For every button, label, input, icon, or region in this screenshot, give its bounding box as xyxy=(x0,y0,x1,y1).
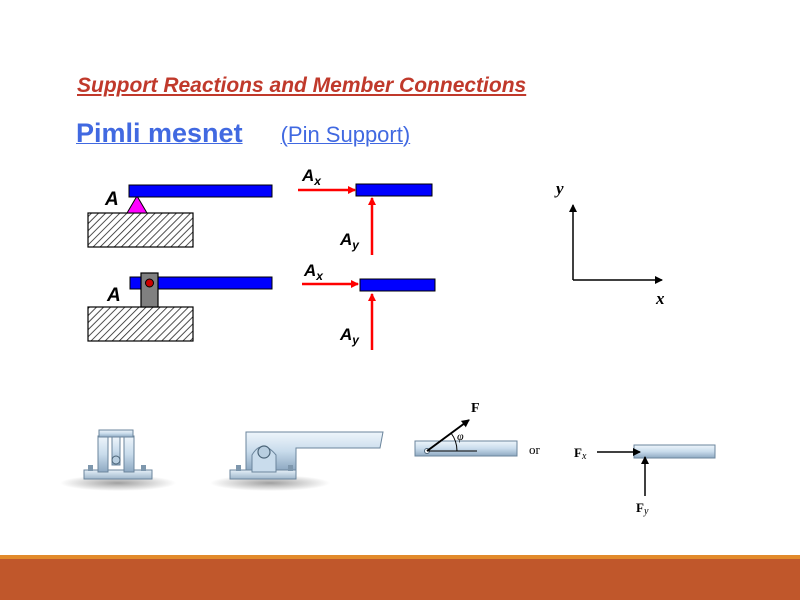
force-f-arrow xyxy=(426,419,470,452)
beam-member xyxy=(245,431,384,471)
bolt xyxy=(141,465,146,471)
ax-label: Ax xyxy=(301,166,322,188)
beam xyxy=(129,276,273,290)
pin-support-triangle: A xyxy=(87,184,273,248)
pin-reactions-2: Ax Ay xyxy=(302,261,436,350)
beam xyxy=(128,184,273,198)
fx-label: Fx xyxy=(574,445,587,462)
pin-post xyxy=(140,272,159,308)
clevis-plate xyxy=(123,435,135,473)
fy-label: Fy xyxy=(636,500,649,517)
pin-reactions-1: Ax Ay xyxy=(298,166,433,255)
clevis-plate xyxy=(97,435,109,473)
member xyxy=(414,440,518,457)
ground-block xyxy=(87,212,194,248)
ax-label: Ax xyxy=(303,261,324,283)
or-text: or xyxy=(529,442,541,457)
fbd-beam xyxy=(359,278,436,292)
y-axis-label: y xyxy=(554,179,564,198)
subtitle-paren: (Pin Support) xyxy=(280,122,411,147)
bolt xyxy=(236,465,241,471)
pin-force-diagram: F φ xyxy=(414,401,518,457)
pin-clevis-illustration xyxy=(60,429,176,491)
x-axis-label: x xyxy=(655,289,665,308)
fbd-beam xyxy=(355,183,433,197)
ay-label: Ay xyxy=(339,325,360,347)
angle-phi-label: φ xyxy=(457,429,464,443)
ground-block xyxy=(87,306,194,342)
support-diagrams: A Ax Ay A Ax Ay y x xyxy=(60,166,716,517)
base-plate xyxy=(83,469,153,480)
angle-arc xyxy=(450,432,458,452)
bolt xyxy=(288,465,293,471)
point-a-label: A xyxy=(106,285,121,306)
i-beam-flange xyxy=(98,429,134,438)
pin-triangle xyxy=(126,195,148,214)
pin xyxy=(257,445,271,459)
slide-subtitle: Pimli mesnet (Pin Support) xyxy=(76,118,410,149)
bolt xyxy=(88,465,93,471)
footer-bar xyxy=(0,559,800,600)
member xyxy=(633,444,716,459)
pin-bracket-illustration xyxy=(210,431,384,491)
force-f-label: F xyxy=(471,401,480,416)
slide-title: Support Reactions and Member Connections xyxy=(77,74,527,97)
footer-accent-line xyxy=(0,555,800,559)
point-a-label: A xyxy=(104,189,119,210)
subtitle-main: Pimli mesnet xyxy=(76,118,243,148)
i-beam-web xyxy=(111,436,121,466)
coordinate-axes: y x xyxy=(554,179,665,308)
pin xyxy=(111,455,121,465)
ay-label: Ay xyxy=(339,230,360,252)
pin-support-post: A xyxy=(87,272,273,342)
pin-hole xyxy=(145,278,154,288)
pin-components-diagram: Fx Fy xyxy=(574,444,716,517)
